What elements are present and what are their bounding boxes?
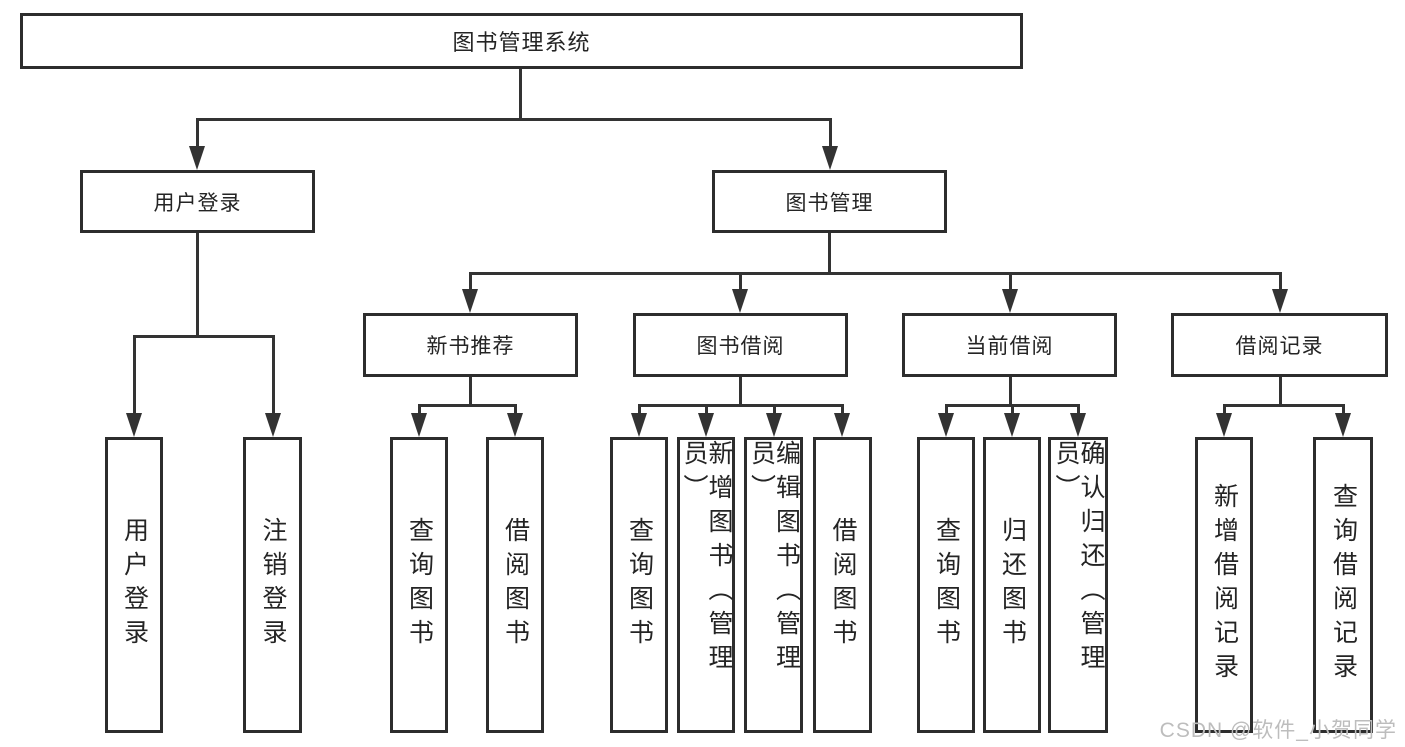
arrowhead-down-icon: [126, 413, 142, 437]
connector-line: [133, 335, 136, 417]
watermark: CSDN @软件_小贺同学: [1159, 719, 1397, 742]
connector-line: [829, 118, 832, 152]
connector-line: [1279, 272, 1282, 292]
arrowhead-down-icon: [834, 413, 850, 437]
arrowhead-down-icon: [189, 146, 205, 170]
connector-line: [418, 404, 517, 407]
node-book-borrowing: 图书借阅: [633, 313, 848, 377]
arrowhead-down-icon: [698, 413, 714, 437]
connector-line: [196, 118, 199, 152]
connector-line: [1011, 404, 1014, 417]
connector-line: [418, 404, 421, 417]
arrowhead-down-icon: [265, 413, 281, 437]
leaf-return-books: 归还图书: [983, 437, 1041, 733]
arrowhead-down-icon: [1004, 413, 1020, 437]
connector-line: [705, 404, 708, 417]
connector-line: [272, 335, 275, 417]
connector-line: [945, 404, 948, 417]
connector-line: [514, 404, 517, 417]
connector-line: [773, 404, 776, 417]
connector-line: [1223, 404, 1345, 407]
arrowhead-down-icon: [462, 289, 478, 313]
node-borrowing-records: 借阅记录: [1171, 313, 1388, 377]
connector-line: [519, 69, 522, 120]
arrowhead-down-icon: [411, 413, 427, 437]
connector-line: [1223, 404, 1226, 417]
connector-line: [739, 377, 742, 406]
arrowhead-down-icon: [631, 413, 647, 437]
node-book-management: 图书管理: [712, 170, 947, 233]
arrowhead-down-icon: [1335, 413, 1351, 437]
connector-line: [828, 233, 831, 274]
arrowhead-down-icon: [1216, 413, 1232, 437]
leaf-confirm-return-admin: 确认归还（管理员）: [1048, 437, 1108, 733]
node-new-book-recommend: 新书推荐: [363, 313, 578, 377]
leaf-edit-book-admin: 编辑图书（管理员）: [744, 437, 803, 733]
leaf-add-book-admin: 新增图书（管理员）: [677, 437, 735, 733]
connector-line: [1279, 377, 1282, 406]
connector-line: [638, 404, 641, 417]
leaf-query-books-1: 查询图书: [390, 437, 448, 733]
connector-line: [133, 335, 275, 338]
leaf-add-borrow-record: 新增借阅记录: [1195, 437, 1253, 733]
arrowhead-down-icon: [938, 413, 954, 437]
connector-line: [1342, 404, 1345, 417]
arrowhead-down-icon: [1272, 289, 1288, 313]
leaf-query-books-2: 查询图书: [610, 437, 668, 733]
arrowhead-down-icon: [822, 146, 838, 170]
leaf-borrow-books-1: 借阅图书: [486, 437, 544, 733]
connector-line: [1009, 272, 1012, 292]
connector-line: [1077, 404, 1080, 417]
leaf-user-login: 用户登录: [105, 437, 163, 733]
leaf-logout: 注销登录: [243, 437, 302, 733]
connector-line: [196, 118, 832, 121]
leaf-query-borrow-record: 查询借阅记录: [1313, 437, 1373, 733]
node-user-login: 用户登录: [80, 170, 315, 233]
node-current-borrowing: 当前借阅: [902, 313, 1117, 377]
arrowhead-down-icon: [1070, 413, 1086, 437]
node-root: 图书管理系统: [20, 13, 1023, 69]
arrowhead-down-icon: [1002, 289, 1018, 313]
leaf-borrow-books-2: 借阅图书: [813, 437, 872, 733]
connector-line: [469, 272, 1282, 275]
connector-line: [739, 272, 742, 292]
connector-line: [1009, 377, 1012, 406]
arrowhead-down-icon: [507, 413, 523, 437]
arrowhead-down-icon: [766, 413, 782, 437]
connector-line: [469, 272, 472, 292]
connector-line: [841, 404, 844, 417]
connector-line: [196, 233, 199, 337]
leaf-query-books-3: 查询图书: [917, 437, 975, 733]
arrowhead-down-icon: [732, 289, 748, 313]
connector-line: [638, 404, 844, 407]
connector-line: [469, 377, 472, 406]
